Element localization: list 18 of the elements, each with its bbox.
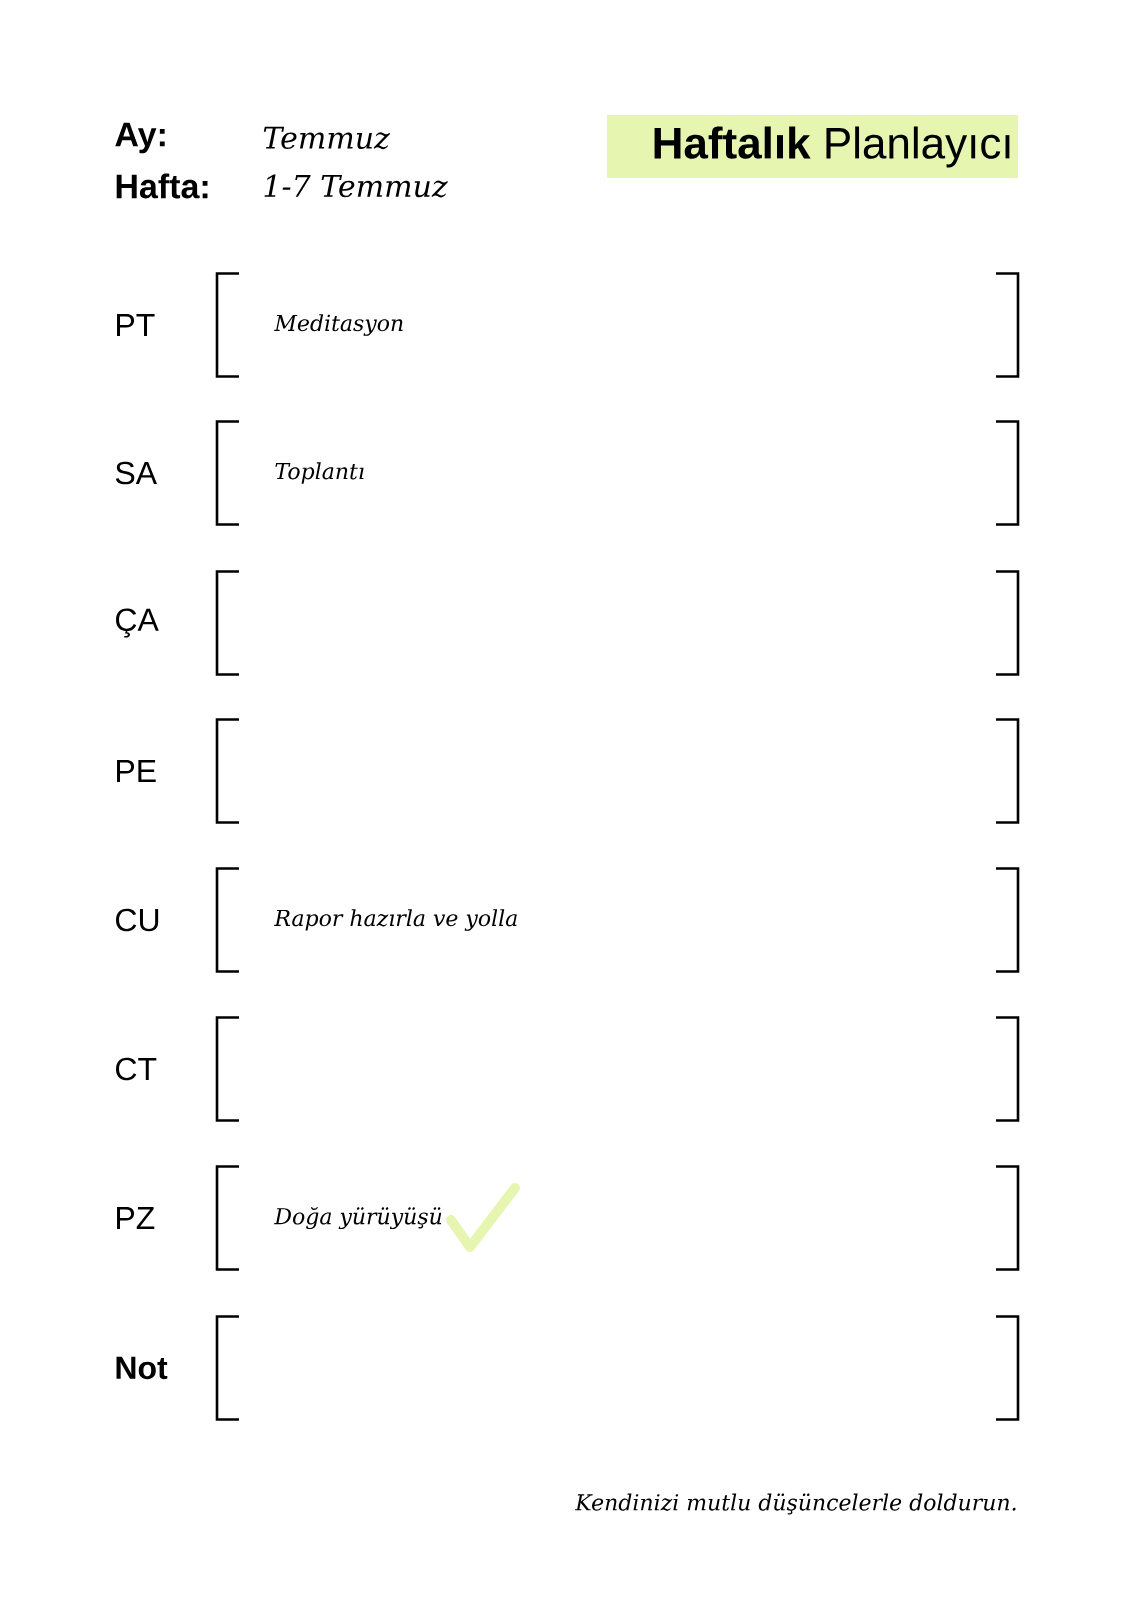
- footer-note: Kendinizi mutlu düşüncelerle doldurun.: [574, 1493, 1016, 1515]
- day-label: CU: [116, 908, 159, 932]
- day-label: PZ: [117, 1207, 155, 1229]
- day-label: SA: [115, 461, 157, 485]
- day-label: CT: [116, 1057, 157, 1081]
- handwritten-text: Temmuz: [263, 126, 390, 150]
- handwritten-text: 1-7 Temmuz: [264, 174, 448, 198]
- day-label: Not: [116, 1356, 168, 1380]
- handwritten-text: Meditasyon: [274, 314, 403, 336]
- handwritten-text: Doğa yürüyüşü: [274, 1206, 442, 1230]
- handwritten-text: Toplantı: [275, 462, 364, 484]
- title-banner: Haftalık Planlayıcı: [607, 115, 1018, 178]
- day-label: PT: [117, 314, 155, 336]
- handwritten-text: Rapor hazırla ve yolla: [274, 909, 517, 931]
- field-label: Ay:: [115, 122, 165, 154]
- day-label: PE: [117, 760, 156, 782]
- field-label: Hafta:: [116, 173, 208, 199]
- day-label: ÇA: [116, 608, 159, 638]
